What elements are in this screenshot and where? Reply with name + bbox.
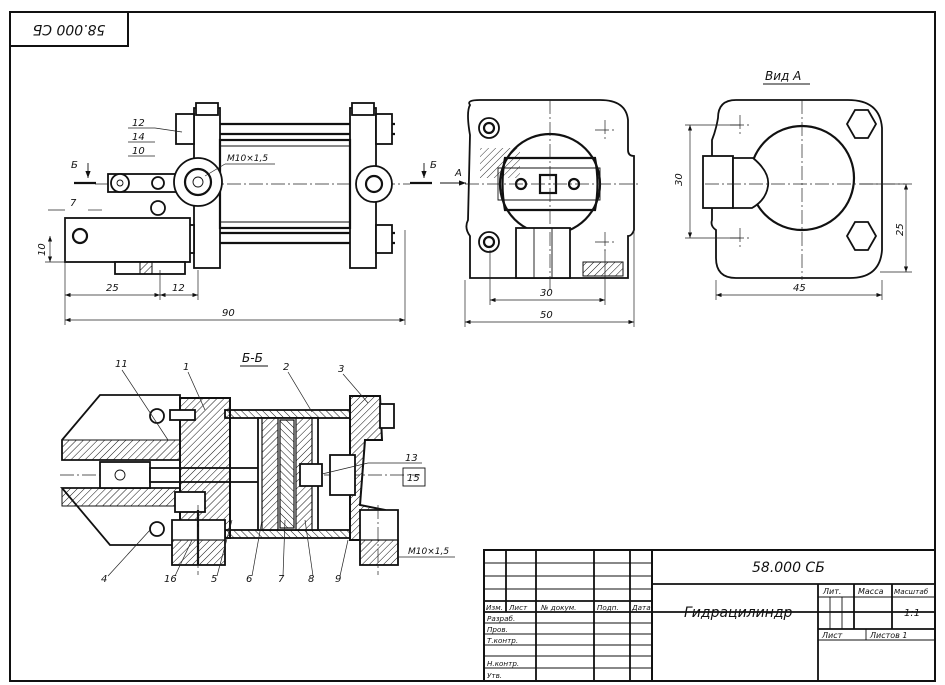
- tb-razrab: Разраб.: [487, 614, 515, 623]
- tb-podp: Подп.: [597, 603, 619, 612]
- tb-scale: 1:1: [904, 608, 920, 619]
- dim-10: 10: [37, 243, 48, 256]
- tb-list: Лист: [508, 603, 528, 612]
- thread-label-top: M10×1,5: [227, 154, 268, 164]
- title-code: 58.000 СБ: [752, 560, 825, 576]
- tb-izm: Изм.: [486, 603, 503, 612]
- callout-15-box: [402, 467, 426, 487]
- callout-6: 6: [246, 574, 252, 585]
- dim-12: 12: [172, 283, 185, 294]
- callout-4: 4: [101, 574, 107, 585]
- plan-view: [64, 102, 432, 275]
- tb-utv: Утв.: [487, 671, 502, 680]
- callout-11: 11: [115, 359, 128, 370]
- callout-10: 10: [132, 146, 145, 157]
- front-view: [440, 99, 640, 290]
- callout-3: 3: [338, 364, 344, 375]
- thread-label-bottom: M10×1,5: [408, 547, 449, 557]
- section-view: [60, 394, 420, 575]
- tb-masshtab: Масштаб: [894, 587, 929, 596]
- dim-25-left: 25: [106, 283, 119, 294]
- arrow-a-label: А: [454, 168, 462, 179]
- callout-stack: [128, 127, 183, 157]
- dim-25-side: 25: [895, 223, 906, 236]
- callout-14: 14: [132, 132, 145, 143]
- tb-tkontr: Т.контр.: [487, 636, 518, 645]
- dim-45: 45: [793, 283, 806, 294]
- section-label: Б-Б: [242, 351, 263, 365]
- tb-lit: Лит.: [822, 587, 841, 596]
- tb-listov: Листов 1: [869, 631, 908, 640]
- stamp-box: [9, 11, 129, 47]
- callout-1: 1: [183, 362, 189, 373]
- callout-16: 16: [164, 574, 177, 585]
- view-a-label: Вид А: [765, 69, 801, 83]
- title-block: [483, 549, 936, 682]
- dim-50: 50: [540, 310, 553, 321]
- front-dimensions: [464, 230, 635, 327]
- tb-nkontr: Н.контр.: [487, 659, 519, 668]
- plan-dimensions: [45, 209, 406, 325]
- callout-2: 2: [283, 362, 289, 373]
- tb-list-label: Лист: [821, 631, 843, 640]
- dim-30-front: 30: [540, 288, 553, 299]
- section-marker-left: Б: [71, 160, 78, 171]
- dim-30-side: 30: [674, 173, 685, 186]
- view-a: [702, 99, 905, 280]
- dim-7: 7: [70, 198, 77, 209]
- title-name: Гидрацилиндр: [684, 605, 793, 621]
- callout-15: 15: [407, 473, 420, 484]
- view-a-dimensions: [685, 124, 912, 300]
- callout-5: 5: [211, 574, 217, 585]
- callout-12: 12: [132, 118, 145, 129]
- sheet-border: [9, 11, 936, 682]
- section-marker-right: Б: [430, 160, 437, 171]
- tb-prov: Пров.: [487, 625, 508, 634]
- callout-8: 8: [308, 574, 314, 585]
- tb-n-dokum: № докум.: [540, 603, 576, 612]
- dim-90: 90: [222, 308, 235, 319]
- stamp-code: 58.000 СБ: [33, 21, 106, 37]
- callout-9: 9: [335, 574, 341, 585]
- section-leaders: [107, 369, 455, 577]
- callout-13: 13: [405, 453, 418, 464]
- tb-massa: Масса: [858, 587, 884, 596]
- tb-data: Дата: [631, 603, 651, 612]
- callout-7: 7: [278, 574, 285, 585]
